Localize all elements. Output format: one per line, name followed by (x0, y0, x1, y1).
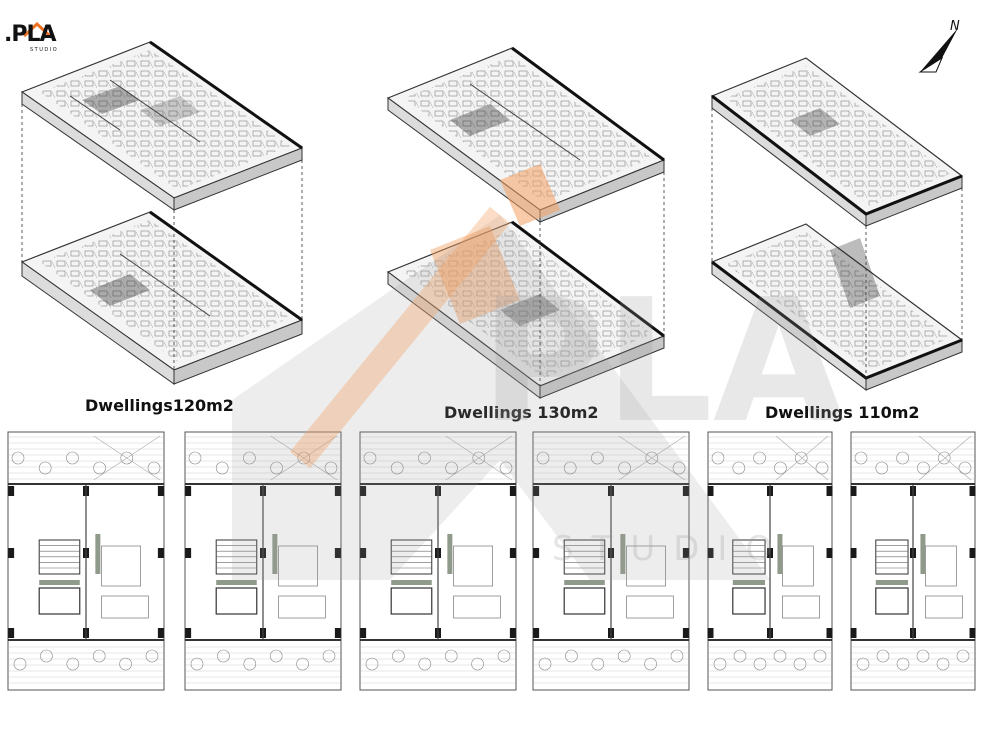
axo-2-lower-floor (386, 220, 666, 399)
floor-plans (0, 428, 1000, 698)
axo-1-upper-floor (20, 40, 304, 211)
axonometric-views (20, 40, 964, 399)
axo-3-projection-lines (711, 108, 963, 378)
logo-roof-icon (22, 21, 52, 38)
axo-1-lower-floor (20, 210, 304, 385)
dwelling-title-110: Dwellings 110m2 (765, 403, 920, 422)
north-label: N (950, 19, 960, 34)
floor-plan-2 (184, 431, 342, 691)
axo-2-projection-lines (539, 172, 665, 386)
dwelling-title-130: Dwellings 130m2 (444, 403, 599, 422)
logo-mark: .PLA (4, 22, 57, 47)
axo-1-projection-lines (21, 104, 303, 370)
axo-2-upper-floor (386, 46, 666, 226)
logo-subtitle: STUDIO (30, 47, 59, 53)
dwelling-title-120: Dwellings120m2 (85, 396, 234, 415)
studio-logo: .PLA STUDIO (4, 16, 64, 56)
floor-plan-6 (850, 431, 976, 691)
floor-plan-4 (532, 431, 690, 691)
north-arrow-icon: N (918, 19, 960, 73)
floor-plan-1 (7, 431, 165, 691)
floor-plan-5 (707, 431, 833, 691)
floor-plan-3 (359, 431, 517, 691)
axo-3-lower-floor (710, 223, 964, 392)
